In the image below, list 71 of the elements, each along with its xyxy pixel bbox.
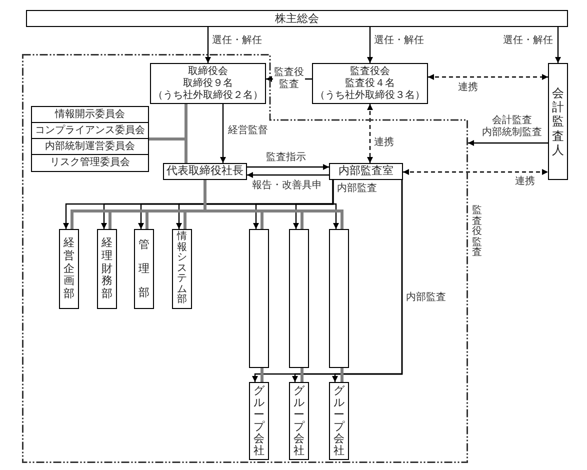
arrow bbox=[247, 172, 329, 178]
node-label: グループ会社 bbox=[334, 384, 344, 458]
edge-label: 連携 bbox=[515, 176, 535, 188]
arrow bbox=[428, 74, 548, 80]
edge-label: 選任・解任 bbox=[374, 35, 424, 47]
edge-label: 監査役監査 bbox=[273, 67, 305, 91]
node-label: （うち社外取締役２名） bbox=[153, 90, 263, 102]
edge-label: 報告・改善具申 bbox=[252, 180, 322, 192]
auditor-box bbox=[548, 63, 568, 180]
edge-label: 選任・解任 bbox=[212, 35, 262, 47]
department-box bbox=[172, 229, 192, 309]
node-label: コンプライアンス委員会 bbox=[35, 124, 145, 136]
node-label: 経営企画部 bbox=[64, 237, 74, 301]
node-label: 取締役９名 bbox=[183, 78, 233, 90]
department-box bbox=[97, 229, 117, 309]
committee-box bbox=[32, 107, 148, 123]
side-label: 監査役監査 bbox=[472, 206, 482, 258]
edge-label: 内部監査 bbox=[337, 183, 377, 195]
arrow bbox=[555, 27, 561, 63]
connector-line bbox=[260, 368, 264, 382]
node-label: 監査役会 bbox=[350, 66, 390, 78]
department-box bbox=[59, 229, 79, 309]
connector-line bbox=[149, 138, 188, 163]
node-label: 監査役４名 bbox=[345, 78, 395, 90]
node-label: 情報開示委員会 bbox=[55, 108, 125, 120]
audit-office-box bbox=[329, 163, 403, 180]
node-label: 経理財務部 bbox=[102, 237, 112, 301]
committee-stack bbox=[31, 106, 149, 172]
node-label: 取締役会 bbox=[188, 66, 228, 78]
company-box bbox=[249, 229, 269, 368]
arrow bbox=[247, 164, 329, 170]
connector-line bbox=[340, 368, 344, 382]
arrow bbox=[367, 27, 373, 63]
node-label: 代表取締役社長 bbox=[166, 165, 244, 178]
edge-label: 選任・解任 bbox=[503, 35, 553, 47]
node-label: グループ会社 bbox=[254, 384, 264, 458]
company-box bbox=[329, 229, 349, 368]
department-box bbox=[134, 229, 154, 309]
arrow bbox=[332, 180, 339, 229]
node-label: 管理部 bbox=[138, 238, 150, 302]
company-box bbox=[289, 229, 309, 368]
group-company-box bbox=[249, 382, 269, 460]
arrow bbox=[205, 27, 211, 63]
node-label: （うち社外取締役３名） bbox=[315, 90, 425, 102]
edge-label: 内部監査 bbox=[406, 292, 446, 304]
board-box bbox=[312, 63, 428, 104]
node-label: 会計監査人 bbox=[552, 86, 564, 158]
group-company-box bbox=[289, 382, 309, 460]
node-label: 情報システム部 bbox=[177, 232, 187, 306]
group-company-box bbox=[329, 382, 349, 460]
meeting-box bbox=[26, 10, 568, 27]
edge-label: 経営監督 bbox=[228, 125, 268, 137]
arrow bbox=[468, 140, 548, 146]
arrow bbox=[367, 104, 373, 163]
connector-line bbox=[300, 368, 304, 382]
committee-box bbox=[32, 123, 148, 139]
edge-label: 連携 bbox=[374, 137, 394, 149]
node-label: 内部監査室 bbox=[338, 165, 394, 178]
arrow bbox=[403, 169, 548, 175]
board-box bbox=[150, 63, 266, 104]
committee-box bbox=[32, 139, 148, 155]
arrow bbox=[220, 104, 226, 163]
arrow bbox=[332, 180, 403, 382]
node-label: グループ会社 bbox=[294, 384, 304, 458]
node-label: 株主総会 bbox=[275, 12, 319, 26]
node-label: 内部統制運営委員会 bbox=[45, 140, 135, 152]
node-label: リスク管理委員会 bbox=[50, 157, 130, 169]
edge-label: 会計監査内部統制監査 bbox=[480, 115, 544, 139]
edge-label: 監査指示 bbox=[266, 152, 306, 164]
edge-label: 連携 bbox=[458, 82, 478, 94]
president-box bbox=[163, 163, 247, 180]
